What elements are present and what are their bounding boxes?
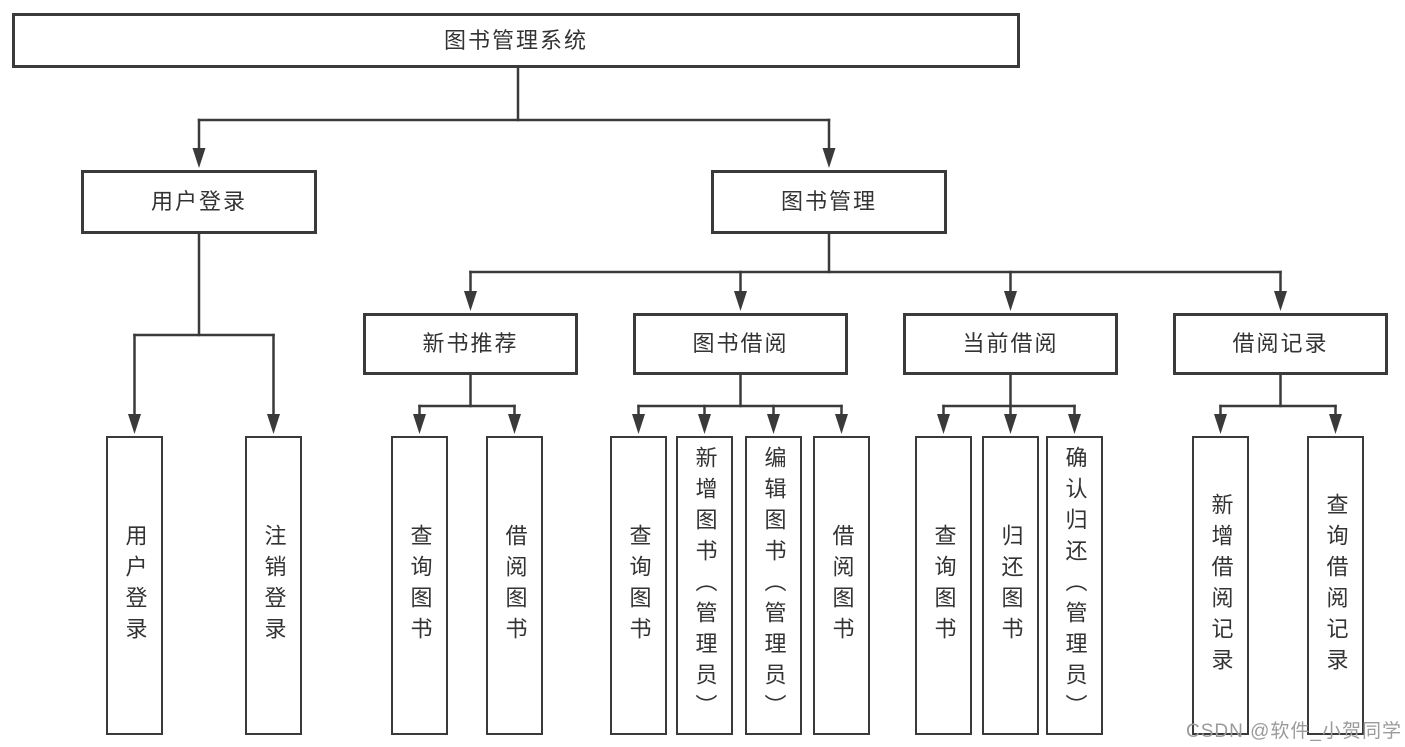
- leaf-edit-books-admin: 编辑图书（管理员）: [745, 436, 802, 735]
- arrowhead-icon: [267, 414, 280, 434]
- leaf-query-books-recommend: 查询图书: [391, 436, 448, 735]
- leaf-confirm-return-admin: 确认归还（管理员）: [1046, 436, 1103, 735]
- arrowhead-icon: [822, 148, 836, 168]
- node-label: 当前借阅: [962, 331, 1059, 356]
- node-label: 查询图书: [626, 523, 652, 648]
- node-label: 图书管理系统: [443, 27, 588, 53]
- node-label: 借阅图书: [829, 523, 855, 648]
- leaf-logout: 注销登录: [245, 436, 302, 735]
- node-label: 用户登录: [150, 189, 247, 214]
- arrowhead-icon: [1329, 414, 1342, 434]
- arrowhead-icon: [464, 291, 477, 311]
- arrowhead-icon: [508, 414, 521, 434]
- arrowhead-icon: [937, 414, 950, 434]
- node-label: 查询图书: [407, 523, 433, 648]
- arrowhead-icon: [734, 291, 747, 311]
- node-label: 归还图书: [998, 523, 1024, 648]
- arrowhead-icon: [767, 414, 780, 434]
- node-book-borrow: 图书借阅: [633, 313, 848, 375]
- arrowhead-icon: [1004, 291, 1017, 311]
- arrowhead-icon: [835, 414, 848, 434]
- arrowhead-icon: [1004, 414, 1017, 434]
- leaf-return-books: 归还图书: [982, 436, 1039, 735]
- arrowhead-icon: [128, 414, 141, 434]
- node-label: 查询借阅记录: [1323, 492, 1349, 679]
- node-current-borrow: 当前借阅: [903, 313, 1118, 375]
- arrowhead-icon: [1274, 291, 1287, 311]
- leaf-query-books-borrow: 查询图书: [610, 436, 667, 735]
- node-label: 新增借阅记录: [1208, 492, 1234, 679]
- leaf-borrow-books: 借阅图书: [813, 436, 870, 735]
- node-label: 新书推荐: [422, 331, 519, 356]
- leaf-query-books-current: 查询图书: [915, 436, 972, 735]
- node-new-book-recommend: 新书推荐: [363, 313, 578, 375]
- node-library-management-system: 图书管理系统: [12, 13, 1020, 68]
- arrowhead-icon: [413, 414, 426, 434]
- leaf-borrow-books-recommend: 借阅图书: [486, 436, 543, 735]
- node-label: 确认归还（管理员）: [1062, 446, 1088, 725]
- arrowhead-icon: [1214, 414, 1227, 434]
- node-label: 图书管理: [780, 189, 877, 214]
- csdn-watermark: CSDN @软件_小贺同学: [1186, 721, 1402, 742]
- leaf-user-login: 用户登录: [106, 436, 163, 735]
- node-book-management: 图书管理: [711, 170, 947, 234]
- node-label: 图书借阅: [692, 331, 789, 356]
- leaf-query-borrow-record: 查询借阅记录: [1307, 436, 1364, 735]
- arrowhead-icon: [192, 148, 206, 168]
- leaf-add-borrow-record: 新增借阅记录: [1192, 436, 1249, 735]
- leaf-add-books-admin: 新增图书（管理员）: [676, 436, 733, 735]
- node-label: 注销登录: [261, 523, 287, 648]
- node-borrow-records: 借阅记录: [1173, 313, 1388, 375]
- node-label: 用户登录: [122, 523, 148, 648]
- node-label: 查询图书: [931, 523, 957, 648]
- node-user-login: 用户登录: [81, 170, 317, 234]
- arrowhead-icon: [1068, 414, 1081, 434]
- node-label: 编辑图书（管理员）: [761, 446, 787, 725]
- node-label: 新增图书（管理员）: [692, 446, 718, 725]
- arrowhead-icon: [632, 414, 645, 434]
- node-label: 借阅记录: [1232, 331, 1329, 356]
- node-label: 借阅图书: [502, 523, 528, 648]
- arrowhead-icon: [698, 414, 711, 434]
